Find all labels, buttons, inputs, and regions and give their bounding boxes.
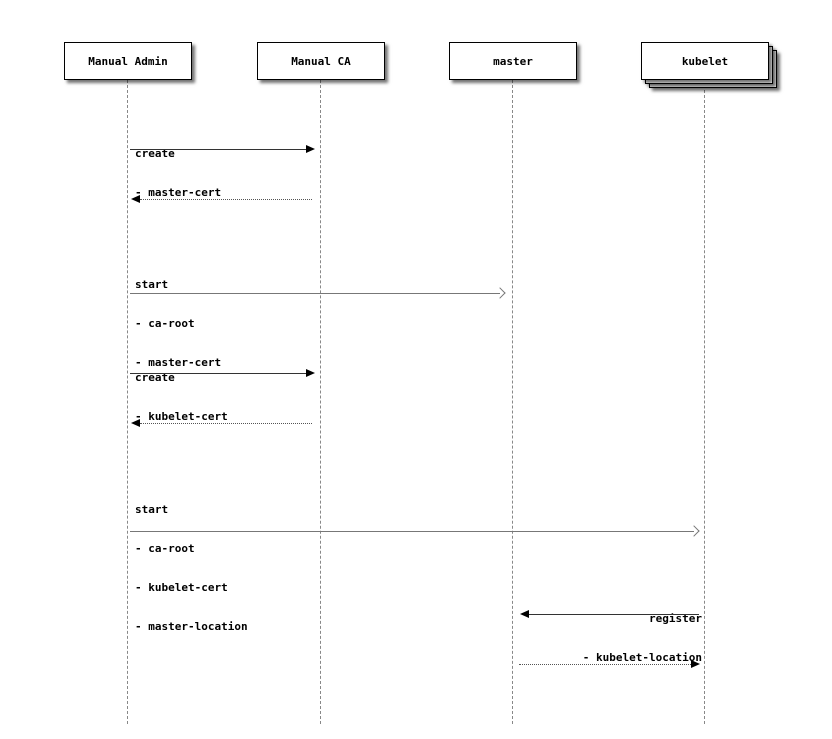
actor-box-master: master [449, 42, 577, 80]
lifeline-kubelet [704, 90, 705, 724]
msg4-arrowhead-icon [306, 369, 315, 377]
msg2-arrowhead-icon [131, 195, 140, 203]
msg3-open-arrowhead-icon [494, 287, 506, 299]
msg3-label: start - ca-root - master-cert [135, 252, 221, 395]
msg6-line3: - kubelet-cert [135, 581, 228, 594]
lifeline-manual-admin [127, 80, 128, 724]
msg5-arrowhead-icon [131, 419, 140, 427]
msg4-line1: create [135, 371, 175, 384]
msg1-label: create - master-cert [135, 121, 221, 225]
msg7-label: register - kubelet-location [583, 586, 702, 690]
actor-label: Manual CA [291, 54, 351, 68]
msg6-line [130, 531, 694, 532]
msg6-line1: start [135, 503, 169, 516]
msg2-return-line [140, 199, 312, 200]
actor-box-manual-ca: Manual CA [257, 42, 385, 80]
msg1-line [130, 149, 306, 150]
actor-box-manual-admin: Manual Admin [64, 42, 192, 80]
msg8-return-line [519, 664, 691, 665]
msg4-line2: - kubelet-cert [135, 410, 228, 423]
actor-label: Manual Admin [88, 54, 168, 68]
msg7-line1: register [649, 612, 702, 625]
msg5-return-line [140, 423, 312, 424]
lifeline-master [512, 80, 513, 724]
msg6-open-arrowhead-icon [688, 525, 700, 537]
msg7-line2: - kubelet-location [582, 651, 702, 664]
msg4-label: create - kubelet-cert [135, 345, 228, 449]
msg3-line [130, 293, 500, 294]
msg3-line2: - ca-root [135, 317, 195, 330]
msg6-line2: - ca-root [135, 542, 195, 555]
msg4-line [130, 373, 306, 374]
lifeline-manual-ca [320, 80, 321, 724]
msg3-line3: - master-cert [135, 356, 222, 369]
actor-label: kubelet [681, 54, 729, 68]
msg8-arrowhead-icon [691, 660, 700, 668]
msg6-line4: - master-location [135, 620, 248, 633]
msg7-arrowhead-icon [520, 610, 529, 618]
actor-label: master [493, 54, 533, 68]
actor-box-kubelet: kubelet [641, 42, 769, 80]
msg3-line1: start [135, 278, 169, 291]
msg7-line [529, 614, 699, 615]
msg1-line1: create [135, 147, 175, 160]
msg1-line2: - master-cert [135, 186, 222, 199]
msg6-label: start - ca-root - kubelet-cert - master-… [135, 477, 248, 659]
msg1-arrowhead-icon [306, 145, 315, 153]
